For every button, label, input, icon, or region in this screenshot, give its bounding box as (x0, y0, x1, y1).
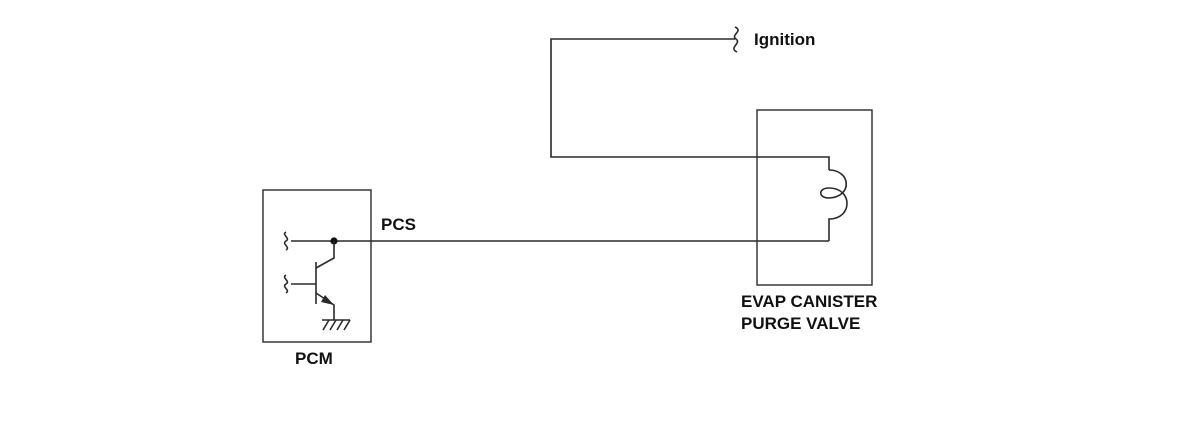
evap-label-line1: EVAP CANISTER (741, 292, 877, 311)
pcm-box (262, 189, 372, 343)
ignition-label: Ignition (754, 30, 815, 49)
solenoid-coil-icon (819, 169, 848, 241)
ignition-wire (550, 38, 830, 170)
pcs-label: PCS (381, 215, 416, 234)
pcm-label: PCM (295, 349, 333, 368)
transistor-icon (283, 241, 335, 320)
ground-icon (322, 319, 351, 331)
evap-label-line2: PURGE VALVE (741, 314, 860, 333)
ignition-break-icon (733, 26, 739, 53)
evap-purge-valve-box (756, 109, 873, 286)
pcm-input-break-icon (283, 231, 289, 251)
